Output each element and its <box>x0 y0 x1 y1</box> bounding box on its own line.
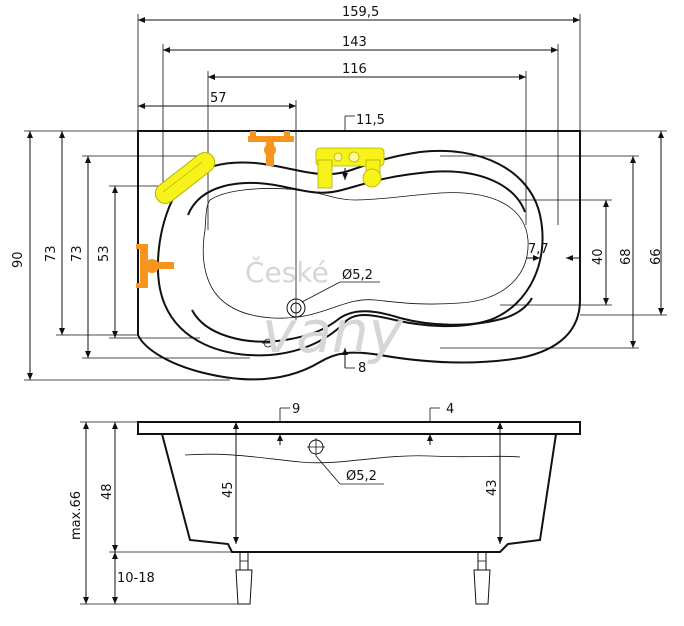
dim-basin-length: 116 <box>342 62 367 77</box>
dim-depth-left: 45 <box>221 481 236 498</box>
dim-total-width: 90 <box>11 251 26 268</box>
dim-right-inner: 68 <box>619 248 634 265</box>
dim-inner-length: 143 <box>342 35 367 50</box>
tub-rim-inner-curve <box>187 170 526 216</box>
mixer-tap-icon <box>315 147 385 189</box>
watermark-line2: vany <box>262 298 404 366</box>
dim-drain-side: Ø5,2 <box>346 469 377 484</box>
dim-right-rim: 7,7 <box>528 242 549 257</box>
dim-depth-right: 43 <box>485 479 500 496</box>
tub-basin-outline <box>202 188 529 319</box>
faucet-left-icon <box>136 244 174 288</box>
side-view: Ø5,2 9 4 45 43 max.66 48 10-18 <box>69 402 581 605</box>
dim-offset: 57 <box>210 91 227 106</box>
dim-width-left-basin: 53 <box>97 245 112 262</box>
dim-max-height: max.66 <box>69 491 84 540</box>
dim-rim-top: 11,5 <box>356 113 385 128</box>
side-waterline <box>184 453 521 464</box>
dim-right-basin: 40 <box>591 248 606 265</box>
top-view: 159,5 143 116 57 11,5 90 73 73 53 <box>11 5 667 381</box>
side-rim <box>137 421 581 435</box>
headrest-icon <box>154 152 216 204</box>
tub-rim-inner-curve-bottom <box>191 297 533 343</box>
side-body <box>161 433 557 553</box>
dim-feet: 10-18 <box>117 571 155 586</box>
dim-width-left-inner: 73 <box>70 245 85 262</box>
dim-rim-right: 4 <box>446 402 454 417</box>
dim-rim-bottom: 8 <box>358 361 366 376</box>
dim-drain-top: Ø5,2 <box>342 268 373 283</box>
dim-total-length: 159,5 <box>342 5 379 20</box>
foot-right-icon <box>473 551 491 605</box>
dim-height: 48 <box>100 483 115 500</box>
tub-outer-outline <box>137 130 581 381</box>
faucet-top-icon <box>248 131 294 166</box>
dim-right-outer: 66 <box>649 248 664 265</box>
foot-left-icon <box>235 551 253 605</box>
watermark-line1: České <box>245 255 329 289</box>
dim-width-left-outer: 73 <box>44 245 59 262</box>
dim-rim-left: 9 <box>292 402 300 417</box>
